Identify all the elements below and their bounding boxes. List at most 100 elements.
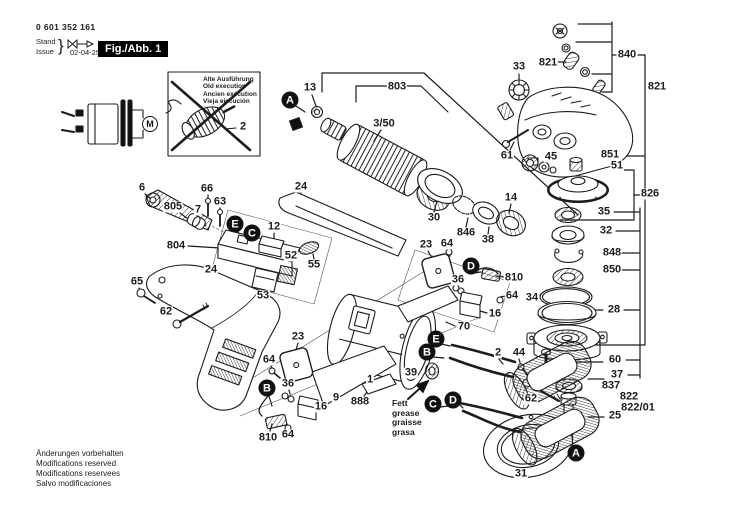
document-part-number: 0 601 352 161 bbox=[36, 22, 96, 32]
issue-label: Issue bbox=[36, 47, 54, 57]
text-line: Modifications reserved bbox=[36, 459, 117, 468]
stand-issue-brace: } bbox=[58, 36, 64, 55]
callout-E: E bbox=[226, 215, 244, 233]
part-label-23: 23 bbox=[418, 238, 434, 251]
part-label-851: 851 bbox=[599, 148, 621, 161]
handle-drawing bbox=[136, 264, 281, 411]
part-label-24: 24 bbox=[203, 263, 219, 276]
part-label-821: 821 bbox=[537, 56, 559, 69]
part-label-14: 14 bbox=[503, 191, 519, 204]
part-label-36: 36 bbox=[280, 377, 296, 390]
part-label-23: 23 bbox=[290, 330, 306, 343]
text-line: Ancien exécution bbox=[203, 90, 257, 98]
callout-E: E bbox=[427, 330, 445, 348]
figure-badge: Fig./Abb. 1 bbox=[98, 41, 169, 57]
part-label-848: 848 bbox=[601, 246, 623, 259]
text-line: Fett bbox=[392, 398, 408, 408]
callout-M: M bbox=[142, 116, 158, 132]
brush-left-drawing bbox=[258, 347, 319, 432]
part-label-810: 810 bbox=[257, 431, 279, 444]
part-label-63: 63 bbox=[212, 195, 228, 208]
part-label-822-01: 822/01 bbox=[620, 401, 656, 414]
part-label-2: 2 bbox=[493, 346, 503, 359]
part-label-804: 804 bbox=[165, 239, 187, 252]
part-label-64: 64 bbox=[439, 237, 455, 250]
armature-drawing bbox=[289, 105, 526, 237]
part-label-35: 35 bbox=[596, 205, 612, 218]
part-label-34: 34 bbox=[524, 291, 540, 304]
text-line: grasa bbox=[392, 426, 415, 437]
part-label-51: 51 bbox=[609, 159, 625, 172]
part-label-39: 39 bbox=[403, 366, 419, 379]
part-label-850: 850 bbox=[601, 263, 623, 276]
text-line: Vieja ejecución bbox=[203, 98, 250, 106]
callout-A: A bbox=[567, 444, 585, 462]
text-line: Old execution bbox=[203, 83, 246, 91]
part-label-64: 64 bbox=[280, 428, 296, 441]
part-label-1: 1 bbox=[365, 373, 375, 386]
part-label-821: 821 bbox=[646, 80, 668, 93]
switch-carriage-drawing bbox=[145, 189, 407, 293]
panel-drawings bbox=[311, 285, 459, 407]
issue-date: 02-04-25 bbox=[70, 48, 101, 57]
part-label-52: 52 bbox=[283, 249, 299, 262]
part-label-45: 45 bbox=[543, 150, 559, 163]
part-label-2: 2 bbox=[238, 120, 248, 133]
part-label-28: 28 bbox=[606, 303, 622, 316]
stand-issue-labels: Stand Issue bbox=[36, 37, 56, 57]
callout-B: B bbox=[418, 343, 436, 361]
stand-label: Stand bbox=[36, 37, 56, 46]
revision-stamp-icon bbox=[67, 38, 95, 50]
callout-D: D bbox=[462, 257, 480, 275]
part-label-3-50: 3/50 bbox=[372, 117, 396, 130]
text-line: graisse bbox=[392, 417, 422, 428]
text-line: Modifications reservees bbox=[36, 469, 121, 478]
part-label-826: 826 bbox=[639, 187, 661, 200]
part-label-822: 822 bbox=[618, 390, 640, 403]
part-label-810: 810 bbox=[503, 271, 525, 284]
part-label-7: 7 bbox=[193, 203, 203, 216]
callout-D: D bbox=[444, 391, 462, 409]
part-label-32: 32 bbox=[598, 224, 614, 237]
part-label-53: 53 bbox=[255, 289, 271, 302]
part-label-25: 25 bbox=[607, 409, 623, 422]
part-label-38: 38 bbox=[480, 233, 496, 246]
part-label-803: 803 bbox=[386, 80, 408, 93]
part-label-60: 60 bbox=[607, 353, 623, 366]
callout-B: B bbox=[258, 379, 276, 397]
callout-C: C bbox=[243, 224, 261, 242]
part-label-62: 62 bbox=[523, 392, 539, 405]
part-label-55: 55 bbox=[306, 258, 322, 271]
part-label-31: 31 bbox=[513, 467, 529, 480]
part-label-840: 840 bbox=[616, 48, 638, 61]
part-label-805: 805 bbox=[162, 200, 184, 213]
part-label-846: 846 bbox=[455, 226, 477, 239]
text-line: Alte Ausführung bbox=[203, 76, 254, 83]
text-line: Änderungen vorbehalten bbox=[36, 449, 124, 458]
field-coil-drawings bbox=[448, 340, 600, 466]
part-label-62: 62 bbox=[158, 305, 174, 318]
part-label-64: 64 bbox=[504, 289, 520, 302]
text-line: Salvo modificaciones bbox=[36, 479, 112, 488]
part-label-12: 12 bbox=[266, 220, 282, 233]
part-label-65: 65 bbox=[129, 275, 145, 288]
part-label-16: 16 bbox=[487, 307, 503, 320]
old-execution-drawing bbox=[165, 71, 261, 157]
callout-C: C bbox=[424, 395, 442, 413]
part-label-44: 44 bbox=[511, 346, 527, 359]
part-label-70: 70 bbox=[456, 320, 472, 333]
text-line: grease bbox=[392, 407, 420, 418]
part-label-64: 64 bbox=[261, 353, 277, 366]
part-label-61: 61 bbox=[499, 149, 515, 162]
part-label-6: 6 bbox=[137, 181, 147, 194]
part-label-36: 36 bbox=[450, 273, 466, 286]
part-label-30: 30 bbox=[426, 211, 442, 224]
part-label-33: 33 bbox=[511, 60, 527, 73]
part-label-9: 9 bbox=[331, 391, 341, 404]
wiring-schematic-drawing bbox=[61, 99, 144, 147]
part-label-66: 66 bbox=[199, 182, 215, 195]
